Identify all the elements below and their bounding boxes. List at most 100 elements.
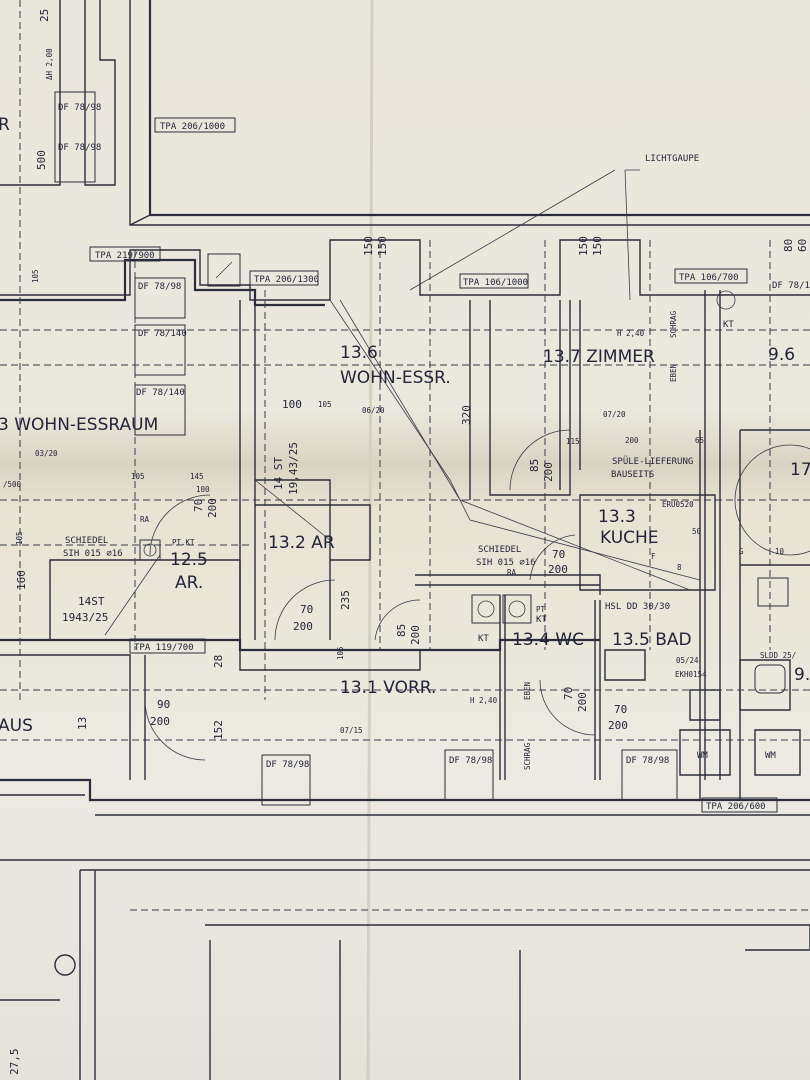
- room-label: 13.2 AR: [268, 533, 335, 553]
- dimension: 70: [300, 603, 313, 616]
- dimension: 150: [362, 236, 375, 256]
- room-label: WOHN-ESSR.: [340, 368, 451, 388]
- annotation: KT: [478, 634, 489, 644]
- annotation: 07/20: [603, 410, 626, 419]
- door-swings: [104, 169, 810, 761]
- annotation: WM: [697, 751, 708, 761]
- room-label: 13.1 VORR.: [340, 678, 436, 698]
- annotation: SCHIEDEL: [65, 536, 108, 546]
- dimension: 85: [528, 459, 541, 472]
- room-label: 13.3: [598, 507, 636, 527]
- window-label: DF 78/98: [266, 760, 309, 770]
- annotation: WM: [765, 751, 776, 761]
- dimension: 200: [625, 436, 639, 445]
- window-label: TPA 206/1000: [160, 122, 225, 132]
- dimension: 60: [796, 239, 809, 252]
- annotation: 03/20: [35, 449, 58, 458]
- dimension: 80: [782, 239, 795, 252]
- annotation: EBEN: [523, 682, 532, 700]
- window-tags: [54, 91, 778, 813]
- room-label: KUCHE: [600, 528, 659, 548]
- dimension: 150: [577, 236, 590, 256]
- annotation: BAUSEITS: [611, 470, 654, 480]
- annotation: 14ST: [78, 595, 105, 608]
- dimension: 200: [542, 462, 555, 482]
- annotation: 8: [677, 563, 682, 572]
- dimension: 85: [395, 624, 408, 637]
- dimension: 320: [460, 405, 473, 425]
- window-label: TPA 206/600: [706, 802, 766, 812]
- annotation: RA: [507, 568, 517, 577]
- annotation: 07/15: [340, 726, 363, 735]
- window-label: TPA 106/700: [679, 273, 739, 283]
- room-label: 9.6: [768, 345, 795, 365]
- annotation: /500: [3, 480, 22, 489]
- annotation: LICHTGAUPE: [645, 154, 699, 164]
- annotation: SIH 015 ⌀16: [63, 549, 123, 559]
- dimension: 70: [614, 703, 627, 716]
- window-label: DF 78/98: [138, 282, 181, 292]
- annotation: 1943/25: [62, 611, 108, 624]
- annotation: EKH0154: [675, 670, 707, 679]
- dimension: 200: [576, 692, 589, 712]
- dimension: 500: [35, 150, 48, 170]
- dimension: 200: [293, 620, 313, 633]
- dimension: 150: [376, 236, 389, 256]
- unit-number-marker: 13: [76, 717, 89, 730]
- window-label: TPA 219/900: [95, 251, 155, 261]
- window-label: DF 78/98: [626, 756, 669, 766]
- annotation: PT: [536, 605, 546, 614]
- room-label: 17.0: [790, 460, 810, 480]
- dimension: 152: [212, 720, 225, 740]
- room-label: 13.7 ZIMMER: [543, 347, 655, 367]
- annotation: F: [651, 552, 656, 561]
- dimension: 27,5: [8, 1049, 21, 1076]
- window-label: DF 78/98: [58, 103, 101, 113]
- hidden-lines: [0, 0, 810, 911]
- annotation: 14 ST: [272, 457, 285, 490]
- window-label: TPA 206/1300: [254, 275, 319, 285]
- window-labels: TPA 206/1000 TPA 219/900 TPA 206/1300 TP…: [58, 103, 810, 812]
- fixtures: [139, 253, 789, 694]
- annotation: HSL DD 30/30: [605, 602, 670, 612]
- dimension: 105: [15, 531, 24, 545]
- annotation: SCHRAG: [669, 310, 678, 338]
- annotation: 06/20: [362, 406, 385, 415]
- annotation: H 2,40: [617, 329, 645, 338]
- room-label: R: [0, 115, 10, 135]
- dimension: 150: [591, 236, 604, 256]
- annotation: PT.KT: [172, 538, 195, 547]
- room-label: 9.: [794, 665, 810, 685]
- window-label: TPA 119/700: [134, 643, 194, 653]
- window-label: TPA 106/1000: [463, 278, 528, 288]
- annotation: 10: [775, 547, 785, 556]
- dimension: 105: [318, 400, 332, 409]
- window-label: DF 78/140: [138, 329, 187, 339]
- dimension: 65: [695, 436, 704, 445]
- dimension: 105: [31, 269, 40, 283]
- dimension: 90: [157, 698, 170, 711]
- annotation: 05/24: [676, 656, 699, 665]
- annotation: KT: [723, 320, 734, 330]
- annotation: KT: [536, 615, 547, 625]
- dimension: 25: [38, 9, 51, 22]
- dimension: 200: [409, 625, 422, 645]
- room-label: 13.4 WC: [512, 630, 584, 650]
- dimension: 70: [192, 499, 205, 512]
- annotation: EBEN: [669, 364, 678, 382]
- room-label: 3 WOHN-ESSRAUM: [0, 415, 158, 435]
- room-label: AUS: [0, 716, 33, 736]
- room-label: 12.5: [170, 550, 208, 570]
- annotation: ERU0520: [662, 500, 694, 509]
- annotation: 19,43/25: [287, 442, 300, 495]
- window-label: DF 78/98: [58, 143, 101, 153]
- window-label: DF 78/98: [449, 756, 492, 766]
- room-label: 13.5 BAD: [612, 630, 692, 650]
- window-label: DF 78/140: [136, 388, 185, 398]
- dimension: 115: [566, 437, 580, 446]
- annotation: SPÜLE-LIEFERUNG: [612, 456, 693, 467]
- dimension: 100: [282, 398, 302, 411]
- annotations: LICHTGAUPE SPÜLE-LIEFERUNG BAUSEITS SCHI…: [3, 48, 796, 770]
